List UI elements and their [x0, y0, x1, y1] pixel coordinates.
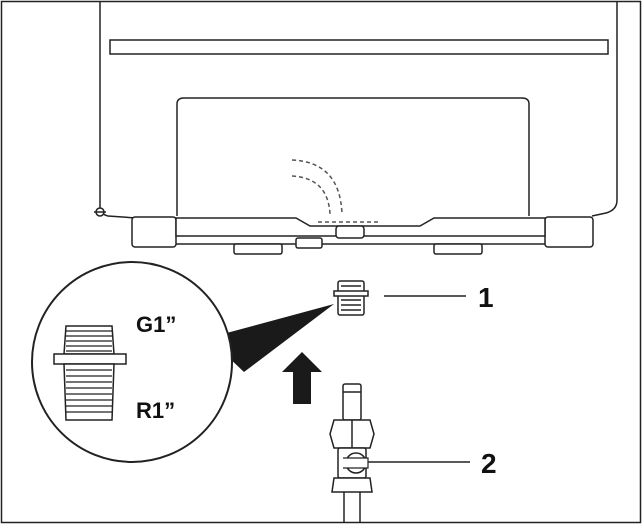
- thread-label-bottom: R1”: [136, 398, 175, 423]
- left-foot: [131, 216, 177, 248]
- fitting-valve: [329, 383, 375, 522]
- appliance-base: [131, 216, 594, 255]
- front-panel: [176, 97, 530, 216]
- callout-2: 2: [481, 448, 497, 479]
- nipple-body: [337, 280, 365, 316]
- callout-1: 1: [478, 282, 494, 313]
- valve-bottom-nut: [331, 477, 373, 493]
- top-rail: [109, 39, 609, 55]
- thread-label-top: G1”: [136, 312, 176, 337]
- magnifier-wedge: [208, 304, 334, 372]
- right-foot: [544, 216, 594, 248]
- connector-left: [233, 243, 283, 255]
- connector-mid: [295, 237, 323, 249]
- outlet-socket: [335, 225, 365, 239]
- appliance-body: [94, 2, 618, 219]
- internal-pipe-hidden: [291, 159, 380, 223]
- detail-nipple: [53, 325, 127, 421]
- valve-stem: [342, 383, 362, 421]
- up-arrow-icon: [282, 352, 322, 404]
- nipple-collar: [333, 290, 369, 297]
- fitting-nipple: [333, 280, 369, 316]
- connector-right: [433, 243, 483, 255]
